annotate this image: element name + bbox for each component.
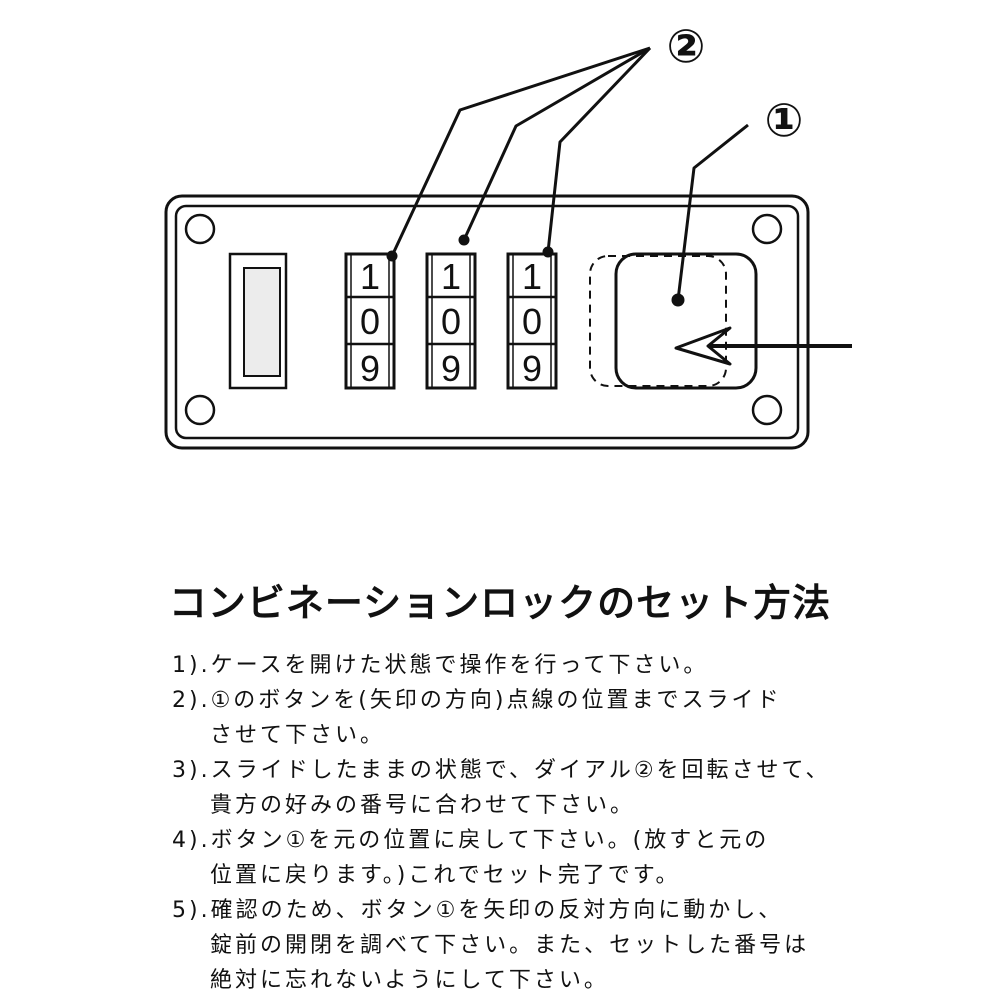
screw-top-right (751, 213, 783, 245)
step-5: 5).確認のため、ボタン①を矢印の反対方向に動かし、 錠前の開閉を調べて下さい。… (172, 893, 892, 998)
callout-dial-label: ② (667, 19, 706, 73)
screw-bottom-left (184, 394, 216, 426)
dial-1-top-digit: 1 (360, 256, 380, 297)
slide-button[interactable] (614, 252, 758, 390)
step-2-line-1: 2).①のボタンを(矢印の方向)点線の位置までスライド (172, 688, 782, 713)
push-arrow (674, 326, 852, 366)
dial-2-top-digit: 1 (441, 256, 461, 297)
slide-position-outline (589, 255, 727, 387)
step-5-line-1: 5).確認のため、ボタン①を矢印の反対方向に動かし、 (172, 898, 784, 923)
dial-1[interactable]: 1 0 9 (344, 252, 396, 390)
step-1-line-1: 1).ケースを開けた状態で操作を行って下さい。 (172, 653, 709, 678)
dial-leader-lines (386, 46, 652, 262)
dial-2-middle-digit: 0 (441, 301, 461, 342)
step-3-line-1: 3).スライドしたままの状態で、ダイアル②を回転させて、 (172, 758, 831, 783)
step-5-line-2: 錠前の開閉を調べて下さい。また、セットした番号は (210, 933, 810, 958)
step-4-line-2: 位置に戻ります。)これでセット完了です。 (210, 863, 681, 888)
button-leader-line (671, 123, 749, 307)
instructions-title: コンビネーションロックのセット方法 (168, 581, 832, 625)
latch-window (228, 252, 288, 390)
dial-3-top-digit: 1 (522, 256, 542, 297)
step-4-line-1: 4).ボタン①を元の位置に戻して下さい。(放すと元の (172, 828, 770, 853)
dial-3-bottom-digit: 9 (522, 348, 542, 389)
step-3-line-2: 貴方の好みの番号に合わせて下さい。 (210, 793, 636, 818)
dial-1-bottom-digit: 9 (360, 348, 380, 389)
dial-1-middle-digit: 0 (360, 301, 380, 342)
dial-2-bottom-digit: 9 (441, 348, 461, 389)
step-5-line-3: 絶対に忘れないようにして下さい。 (210, 968, 609, 993)
dial-3-middle-digit: 0 (522, 301, 542, 342)
step-2: 2).①のボタンを(矢印の方向)点線の位置までスライド させて下さい。 (172, 683, 892, 753)
lock-diagram: 1 0 9 1 0 9 1 0 9 (164, 19, 852, 450)
dial-2[interactable]: 1 0 9 (425, 252, 477, 390)
dial-3[interactable]: 1 0 9 (506, 252, 558, 390)
instruction-steps: 1).ケースを開けた状態で操作を行って下さい。 2).①のボタンを(矢印の方向)… (172, 648, 892, 998)
callout-button-label: ① (765, 93, 804, 147)
slide-button-area (589, 252, 758, 390)
step-3: 3).スライドしたままの状態で、ダイアル②を回転させて、 貴方の好みの番号に合わ… (172, 753, 892, 823)
step-2-line-2: させて下さい。 (210, 723, 386, 748)
screw-holes (184, 213, 783, 426)
screw-bottom-right (751, 394, 783, 426)
screw-top-left (184, 213, 216, 245)
step-1: 1).ケースを開けた状態で操作を行って下さい。 (172, 648, 892, 683)
step-4: 4).ボタン①を元の位置に戻して下さい。(放すと元の 位置に戻ります。)これでセ… (172, 823, 892, 893)
